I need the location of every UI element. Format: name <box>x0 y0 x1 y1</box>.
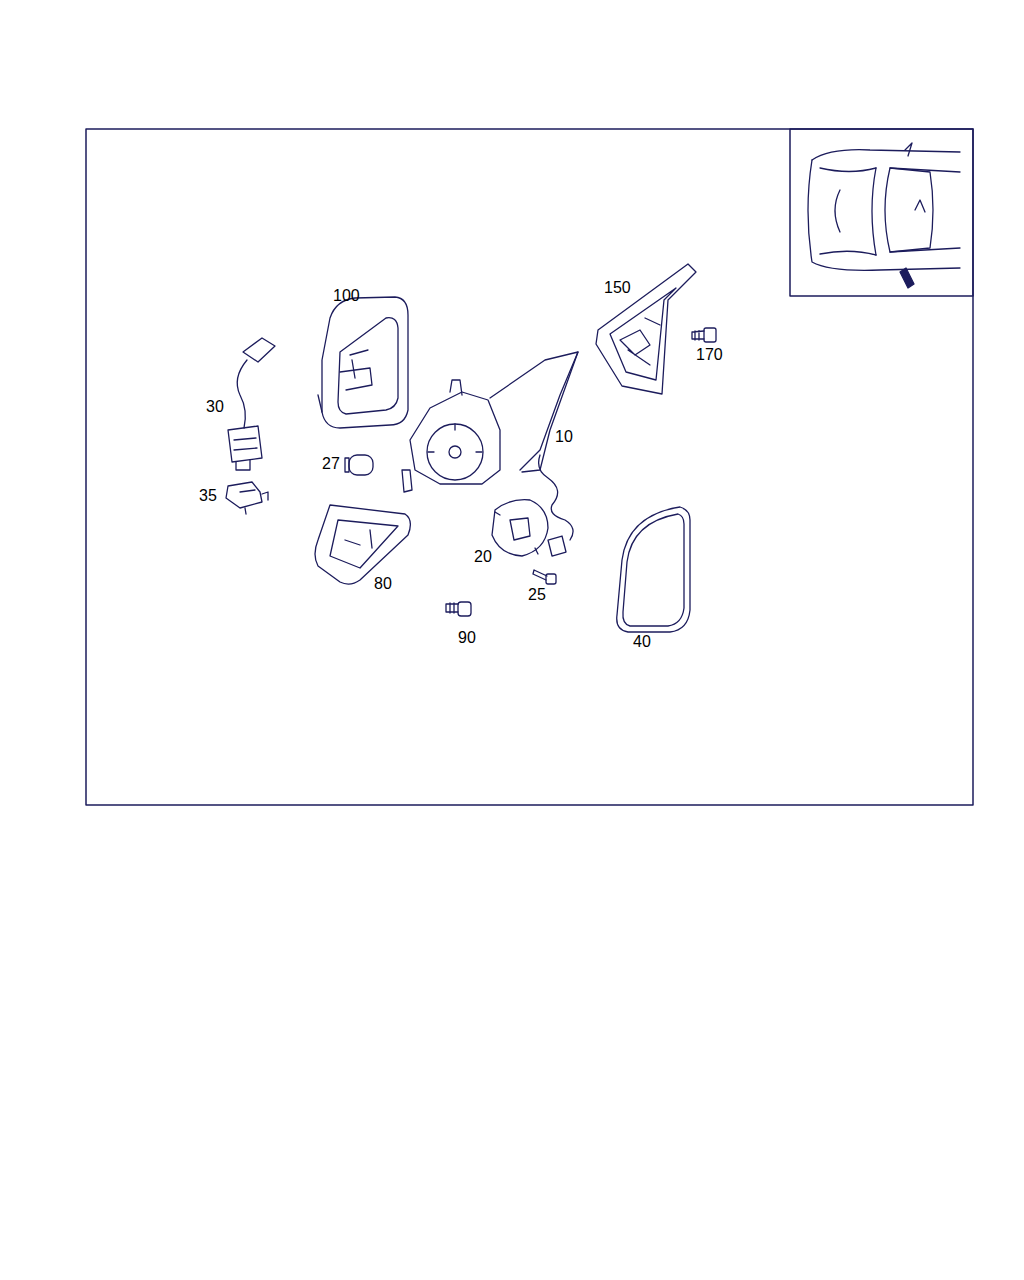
diagram-frame <box>86 129 973 805</box>
car-inset <box>790 129 973 296</box>
wire-harness <box>228 338 275 470</box>
callout-number: 25 <box>528 586 546 604</box>
clip <box>226 482 268 514</box>
mirror-cap <box>318 297 408 428</box>
callout-number: 150 <box>604 279 631 297</box>
callout-number: 100 <box>333 287 360 305</box>
callout-number: 27 <box>322 455 340 473</box>
mirror-housing <box>402 352 578 540</box>
callout-number: 35 <box>199 487 217 505</box>
callout-number: 170 <box>696 346 723 364</box>
screw <box>533 570 556 584</box>
callout-number: 20 <box>474 548 492 566</box>
bolt <box>692 328 716 342</box>
callout-number: 40 <box>633 633 651 651</box>
screw <box>446 602 471 616</box>
lower-cover <box>315 505 410 584</box>
callout-number: 90 <box>458 629 476 647</box>
callout-number: 10 <box>555 428 573 446</box>
adjust-motor <box>492 500 566 556</box>
callout-number: 30 <box>206 398 224 416</box>
bulb <box>345 455 373 475</box>
mirror-glass <box>617 507 690 632</box>
callout-number: 80 <box>374 575 392 593</box>
mirror-base <box>596 264 696 394</box>
